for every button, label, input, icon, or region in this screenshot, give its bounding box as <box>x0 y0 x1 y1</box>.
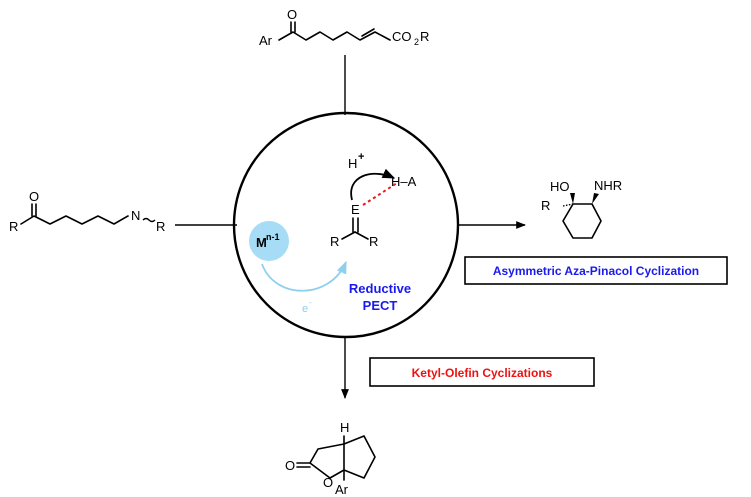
electron-label: e <box>302 303 308 315</box>
top-alkene-second-bond <box>361 28 375 37</box>
top-ester-r: R <box>420 29 429 44</box>
bottom-cyclopentane <box>343 435 376 479</box>
right-amine: NHR <box>594 178 622 193</box>
right-hydroxyl: HO <box>550 179 570 194</box>
hydrogen-bond <box>362 182 398 206</box>
metal-catalyst-circle <box>249 221 289 261</box>
electrophile-symbol: E <box>351 202 360 217</box>
left-imine-r: R <box>156 219 165 234</box>
aza-pinacol-label: Asymmetric Aza-Pinacol Cyclization <box>493 264 699 278</box>
bottom-molecule-bicyclic-lactone: H O O Ar <box>285 420 376 497</box>
right-wedge-nhr <box>592 193 599 204</box>
right-wedge-oh <box>570 193 575 204</box>
bond-right-sub <box>354 231 369 240</box>
left-ketone-r: R <box>9 219 18 234</box>
bottom-h: H <box>340 420 349 435</box>
catalytic-cycle-circle <box>232 111 460 339</box>
left-wavy-bond <box>142 217 156 223</box>
proton-charge: + <box>358 151 364 163</box>
aza-pinacol-box <box>464 256 728 285</box>
metal-oxidation-state: n-1 <box>266 232 280 242</box>
substituent-right: R <box>369 234 378 249</box>
electron-charge: - <box>309 298 312 307</box>
top-aryl: Ar <box>259 33 273 48</box>
ketyl-olefin-label: Ketyl-Olefin Cyclizations <box>412 366 553 380</box>
electron-transfer-arrow <box>261 260 347 292</box>
metal-catalyst: M n-1 <box>249 221 289 261</box>
bond-left-sub <box>341 231 356 240</box>
top-chain <box>278 31 391 41</box>
right-molecule-amino-alcohol: HO NHR R <box>541 178 622 239</box>
acid-label: H–A <box>391 174 417 189</box>
left-molecule-keto-imine: O R N R <box>9 189 165 234</box>
top-ester-subscript: 2 <box>414 37 419 47</box>
left-imine-n: N <box>131 208 140 223</box>
bottom-ring-oxygen: O <box>323 475 333 490</box>
top-molecule-enone-ester: O Ar CO 2 R <box>259 7 429 48</box>
right-cyclohexane-ring <box>562 203 602 239</box>
top-carbonyl-oxygen: O <box>287 7 297 22</box>
left-chain <box>20 215 129 225</box>
right-r: R <box>541 198 550 213</box>
bottom-carbonyl-oxygen: O <box>285 458 295 473</box>
substituent-left: R <box>330 234 339 249</box>
pect-label-line2: PECT <box>363 298 398 313</box>
pect-label-line1: Reductive <box>349 281 411 296</box>
top-ester-co: CO <box>392 29 412 44</box>
left-carbonyl-oxygen: O <box>29 189 39 204</box>
proton-transfer-arrow <box>350 168 396 201</box>
proton-symbol: H <box>348 156 357 171</box>
metal-symbol: M <box>256 235 267 250</box>
bottom-aryl: Ar <box>335 482 349 497</box>
bottom-lactone-ring <box>309 443 345 479</box>
ketyl-olefin-box <box>369 357 595 387</box>
